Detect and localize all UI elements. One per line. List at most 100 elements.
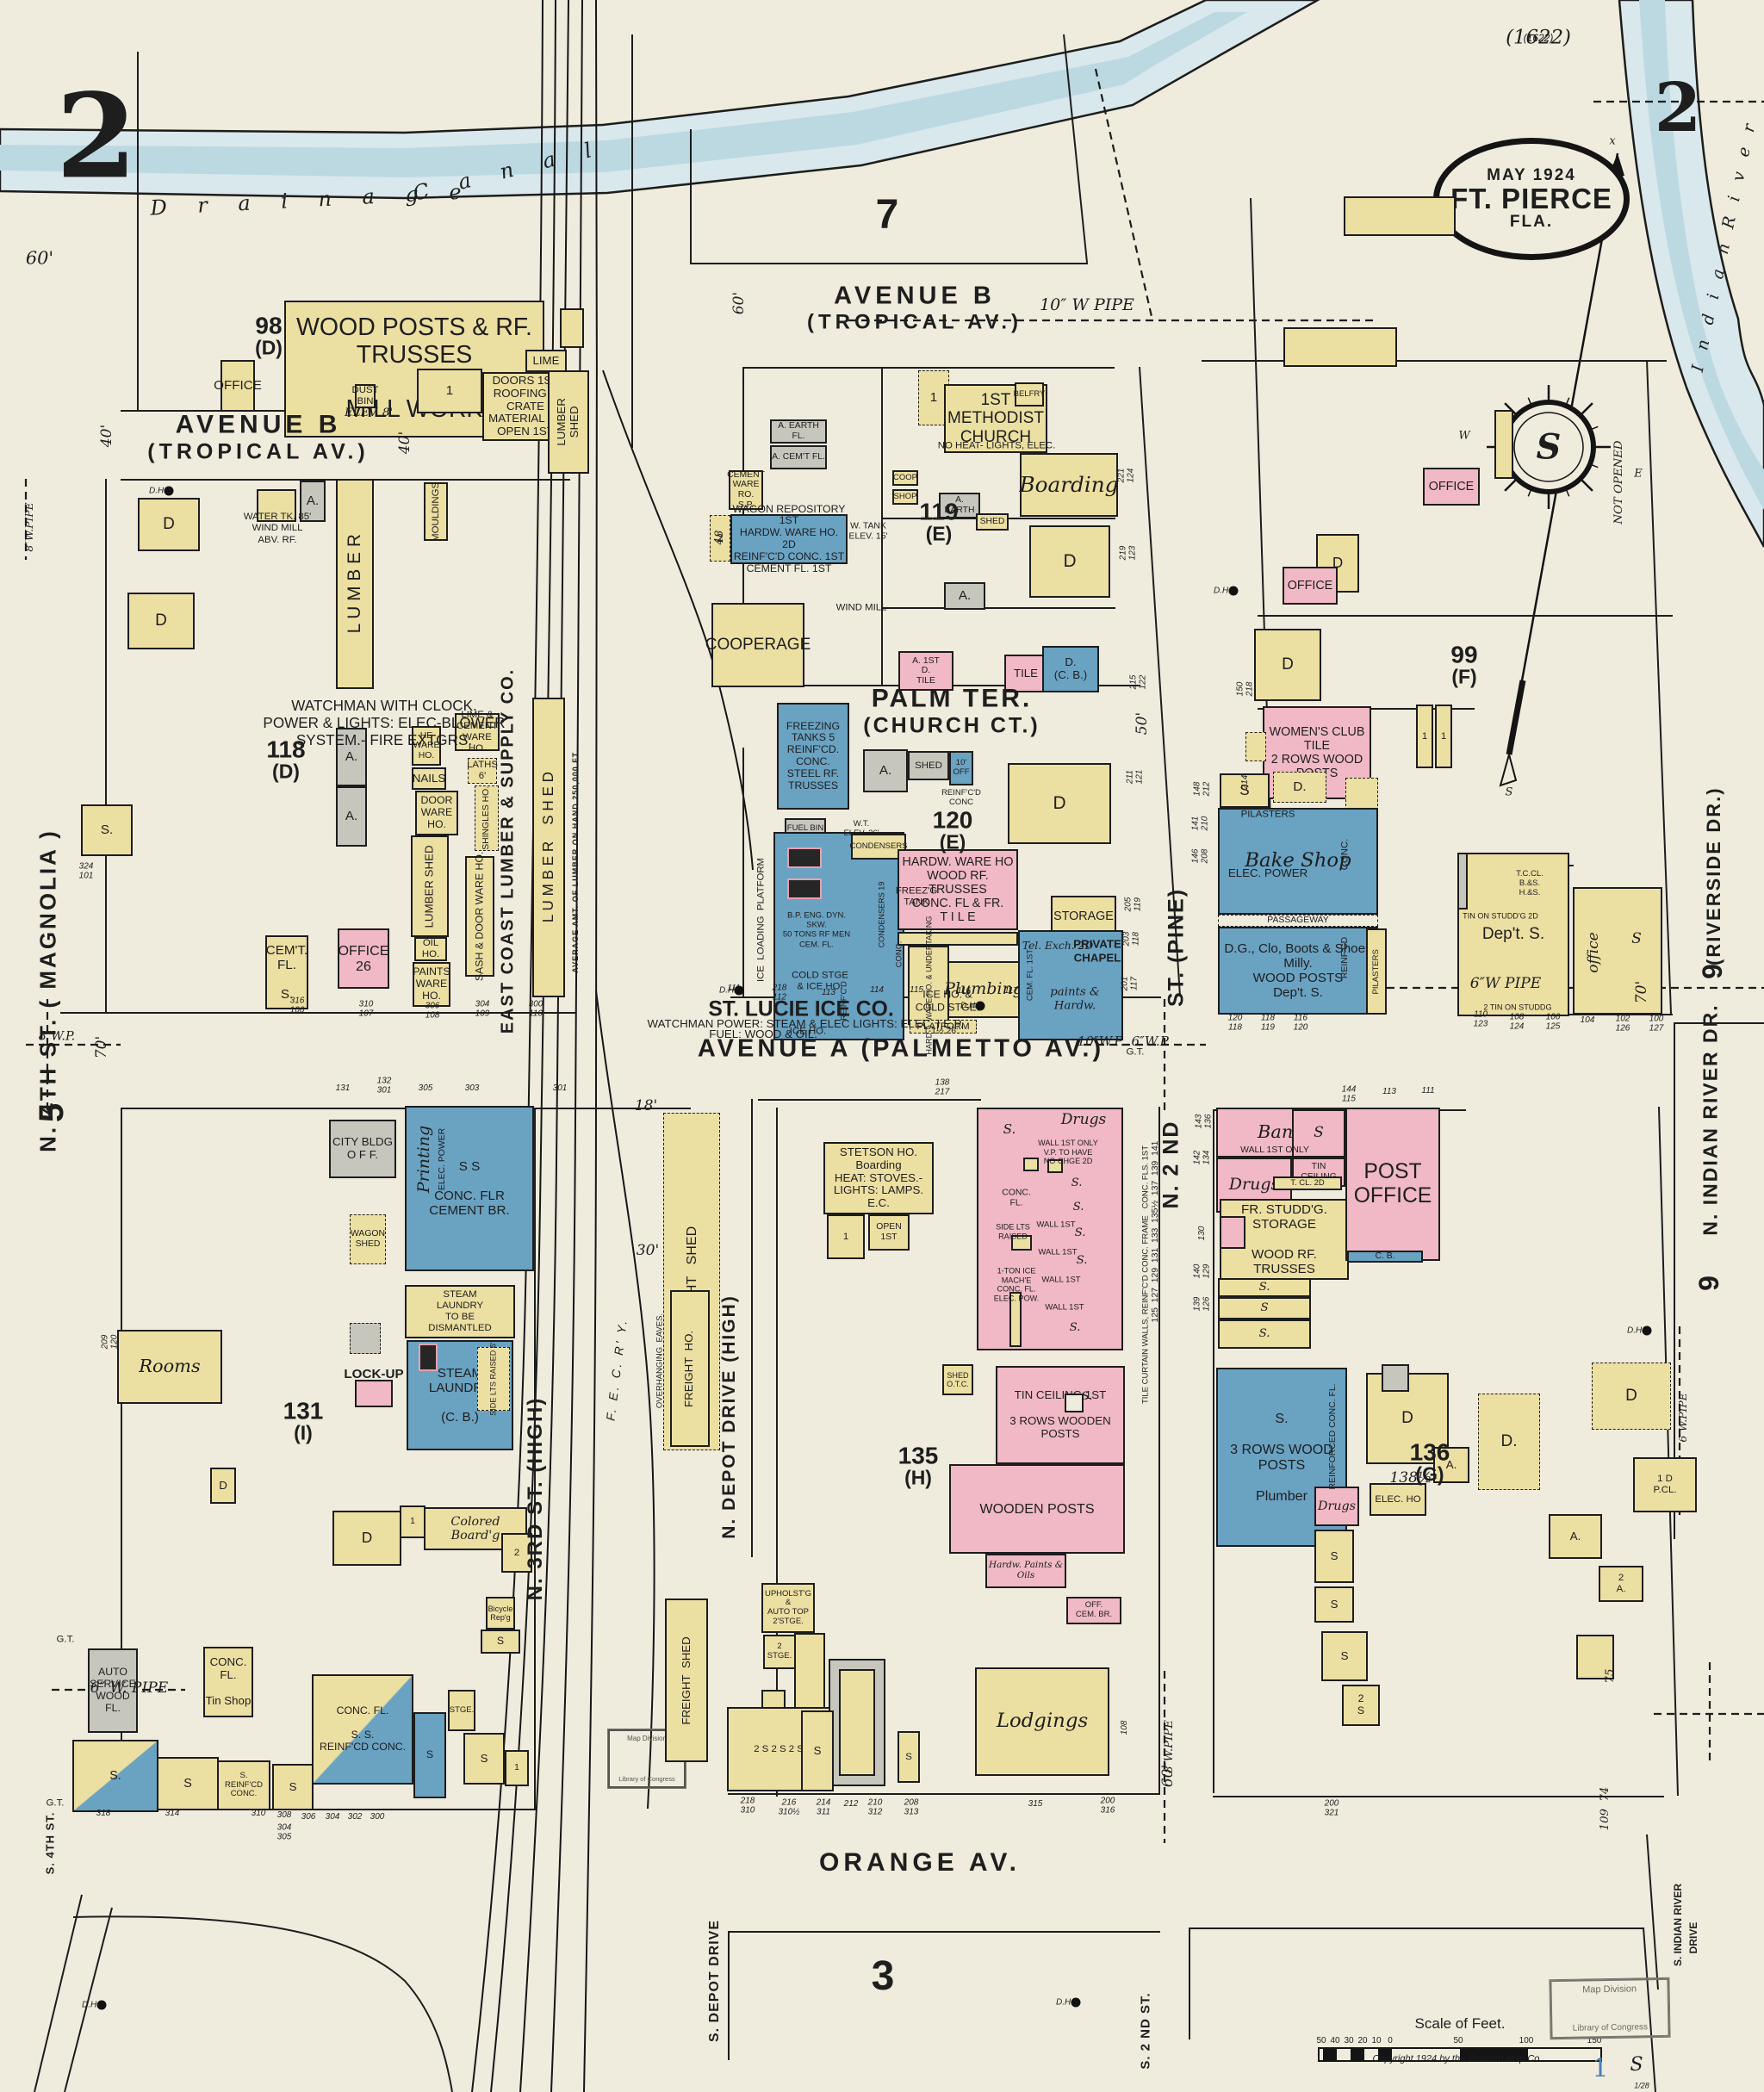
stamp-line2: Library of Congress xyxy=(1572,2022,1649,2033)
building: S S CONC. FLR CEMENT BR. xyxy=(405,1106,534,1271)
building: CEMENT WARE RO. S.P. xyxy=(727,470,765,510)
map-annotation: OVERHANGING EAVES. xyxy=(655,1313,665,1409)
building-label: OFFICE 26 xyxy=(338,942,389,974)
map-annotation: REINF'CD xyxy=(1339,936,1350,979)
house-number: 318 xyxy=(96,1808,111,1818)
map-annotation: paints & Hardw. xyxy=(1050,985,1100,1012)
scale-bar-segment xyxy=(1351,2049,1364,2060)
building: WOODEN POSTS xyxy=(949,1464,1125,1554)
building-label: POST OFFICE xyxy=(1353,1160,1432,1207)
building: NAILS xyxy=(412,767,446,790)
map-annotation: 10″W.P. xyxy=(1077,1034,1125,1050)
map-annotation: T.C.CL. B.&S. H.&S. xyxy=(1516,869,1544,898)
street-line xyxy=(1189,1927,1190,2039)
building xyxy=(419,1344,438,1371)
map-annotation: office xyxy=(1584,932,1602,973)
house-number: 143 136 xyxy=(1194,1114,1214,1129)
building: TIN CEILING 1ST 3 ROWS WOODEN POSTS xyxy=(996,1366,1125,1464)
building-label: SHED xyxy=(979,517,1005,527)
building-label: LUMBER SHED xyxy=(422,844,436,928)
building: S xyxy=(1314,1586,1354,1623)
street-name: ORANGE AV. xyxy=(819,1848,1021,1877)
building: COOPERAGE xyxy=(705,603,811,687)
map-annotation: REINFORCED CONC. FL. xyxy=(1327,1383,1338,1490)
title-date: MAY 1924 xyxy=(1487,165,1576,184)
street-line xyxy=(1258,615,1673,617)
block-number: 135(H) xyxy=(898,1442,939,1488)
street-name: N. DEPOT DRIVE (HIGH) xyxy=(719,1294,739,1539)
block-number: 9 xyxy=(1697,964,1728,979)
building: 1 xyxy=(1416,705,1433,768)
building: DUST BIN xyxy=(352,384,379,408)
building: S xyxy=(801,1710,834,1791)
building-label: 1 xyxy=(445,383,454,399)
building-label: 1 xyxy=(410,1517,415,1527)
building-label: 2 xyxy=(513,1547,520,1558)
building: A. xyxy=(336,728,367,786)
block-number-value: 135 xyxy=(898,1442,939,1469)
map-annotation: ICE LOADING PLATFORM xyxy=(755,857,767,983)
building-label: WAGON SHED xyxy=(350,1229,386,1249)
compass-spoke xyxy=(1504,477,1519,492)
map-annotation: WATER TK. 85' WIND MILL ABV. RF. xyxy=(243,511,312,545)
building-label: S. xyxy=(1258,1280,1270,1294)
building-label: SIDE LTS RAISED 6' xyxy=(488,1342,498,1416)
building: 1 xyxy=(400,1505,425,1538)
street-alt-name: (TROPICAL AV.) xyxy=(806,310,1023,334)
building-label: Drugs xyxy=(1318,1499,1356,1513)
street-name: N. 3RD ST. (HIGH) xyxy=(524,1396,547,1601)
building-label: D xyxy=(361,1530,373,1547)
building-label: Dep't. S. xyxy=(1481,925,1545,944)
block-number-value: 131 xyxy=(283,1397,324,1425)
building: D xyxy=(332,1511,401,1566)
map-annotation: 60' xyxy=(730,291,748,315)
map-annotation: S. xyxy=(1003,1121,1016,1138)
street-label: S. 4TH ST. xyxy=(44,1812,57,1875)
building-label: NAILS xyxy=(412,771,446,785)
house-number: 314 xyxy=(165,1808,180,1818)
house-number: 302 xyxy=(347,1811,363,1822)
scale-tick-label: 150 xyxy=(1587,2036,1602,2045)
building: Plumbing xyxy=(944,961,1023,1018)
map-annotation: 6″W.PIPE xyxy=(1676,1393,1689,1443)
street-line xyxy=(728,1793,1160,1795)
building: A. 1ST D. TILE xyxy=(898,651,953,691)
building: D xyxy=(127,593,195,649)
street-line xyxy=(742,367,1115,369)
building: 2 xyxy=(710,515,730,562)
block-number-value: 118 xyxy=(266,736,306,763)
compass-south: S xyxy=(1505,785,1513,799)
map-annotation: W.T. ELEV. 26' xyxy=(843,818,879,838)
building-label: S xyxy=(1330,1597,1339,1611)
building: S. xyxy=(81,804,133,856)
map-annotation: CONDENSERS 19 xyxy=(877,881,886,948)
building-label: MOULDINGS xyxy=(430,481,441,542)
fire-hydrant-dot xyxy=(1071,1997,1081,2008)
building: SHOP xyxy=(892,489,918,505)
map-annotation: FUEL: WOOD & OIL. xyxy=(709,1027,817,1041)
house-number: 113 xyxy=(1382,1086,1396,1096)
scale-tick-label: 100 xyxy=(1519,2036,1534,2045)
map-annotation: 70' xyxy=(92,1035,110,1059)
block-number-value: 7 xyxy=(875,192,899,238)
map-annotation: CONC. xyxy=(1339,838,1351,871)
house-number: 305 xyxy=(418,1083,433,1093)
building xyxy=(1023,1158,1039,1171)
building: L U M B E R xyxy=(336,479,374,689)
map-annotation: WATCHMAN POWER: STEAM & ELEC LIGHTS: ELE… xyxy=(647,1017,964,1031)
street-label: PALM TER.(CHURCH CT.) xyxy=(863,685,1040,739)
street-label: S. INDIAN RIVER xyxy=(1672,1884,1684,1966)
building: A. xyxy=(944,582,985,610)
street-label: ST. (PINE) xyxy=(1165,888,1189,1007)
building xyxy=(1382,1364,1409,1392)
building-label: STORAGE xyxy=(1053,909,1114,923)
map-annotation: S xyxy=(1631,929,1642,947)
house-number: 221 124 xyxy=(1116,468,1136,483)
map-annotation: S. xyxy=(1071,1176,1083,1190)
building-label: OFF. CEM. BR. xyxy=(1075,1600,1113,1619)
fire-hydrant-dot xyxy=(164,486,174,496)
house-number: 209 120 xyxy=(100,1334,120,1350)
building xyxy=(1494,410,1513,479)
house-number: 139 126 xyxy=(1192,1296,1212,1312)
